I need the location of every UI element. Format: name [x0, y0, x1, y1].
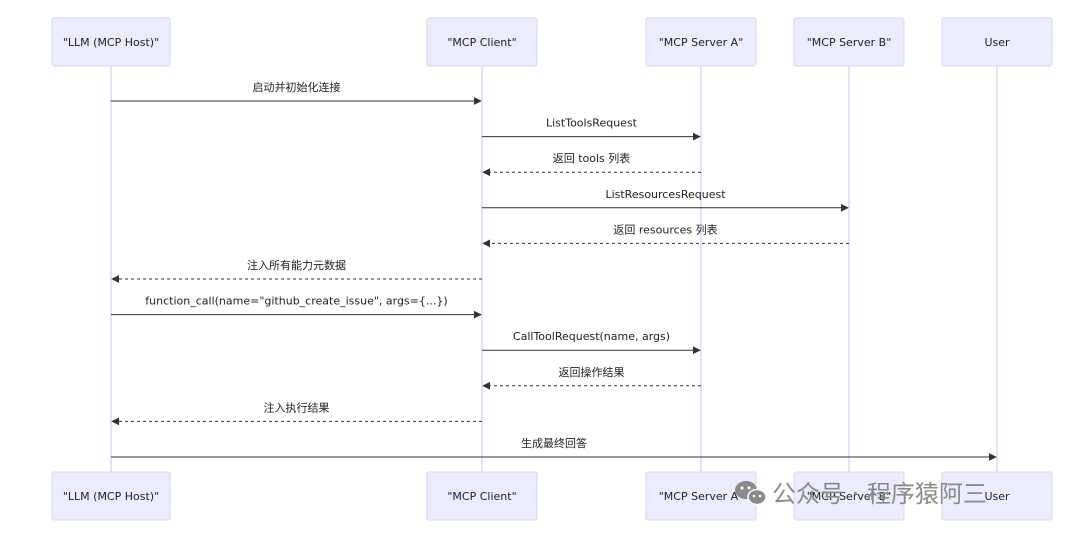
message-label: 启动并初始化连接: [253, 80, 341, 94]
actor-serverB-bottom: "MCP Server B": [793, 471, 905, 521]
actor-label: "LLM (MCP Host)": [63, 490, 159, 503]
wechat-icon: [735, 481, 767, 506]
actor-box: [51, 17, 171, 67]
actors-top: "LLM (MCP Host)" "MCP Client" "MCP Server …: [51, 17, 1053, 67]
actor-serverA-top: "MCP Server A": [645, 17, 757, 67]
message-4: ListResourcesRequest: [482, 188, 849, 212]
messages: 启动并初始化连接 ListToolsRequest 返回 tools 列表 ListR…: [111, 80, 997, 461]
message-label: 注入所有能力元数据: [247, 258, 346, 272]
actor-client-bottom: "MCP Client": [426, 471, 538, 521]
message-label: 注入执行结果: [264, 400, 330, 414]
actor-label: "MCP Server B": [807, 36, 892, 49]
actor-llm-bottom: "LLM (MCP Host)": [51, 471, 171, 521]
message-label: 生成最终回答: [521, 436, 587, 450]
message-label: 返回操作结果: [559, 365, 625, 379]
lifelines: [110, 66, 998, 472]
message-label: ListResourcesRequest: [605, 188, 726, 201]
message-label: 返回 tools 列表: [553, 151, 631, 165]
actor-label: "MCP Client": [447, 36, 516, 49]
message-3: 返回 tools 列表: [482, 151, 701, 177]
actor-box: [426, 17, 538, 67]
actor-user-bottom: User: [941, 471, 1053, 521]
actor-label: "LLM (MCP Host)": [63, 36, 159, 49]
actor-box: [941, 17, 1053, 67]
message-7: function_call(name="github_create_issue"…: [111, 295, 482, 319]
message-label: CallToolRequest(name, args): [513, 330, 670, 343]
message-11: 生成最终回答: [111, 436, 997, 461]
message-1: 启动并初始化连接: [111, 80, 482, 105]
message-2: ListToolsRequest: [482, 117, 701, 141]
actor-box: [941, 471, 1053, 521]
message-6: 注入所有能力元数据: [111, 258, 482, 283]
actor-serverB-top: "MCP Server B": [793, 17, 905, 67]
actor-box: [645, 17, 757, 67]
message-5: 返回 resources 列表: [482, 222, 849, 248]
watermark-text: 公众号 · 程序猿阿三: [772, 480, 987, 508]
actor-label: "MCP Client": [447, 490, 516, 503]
watermark: 公众号 · 程序猿阿三: [735, 480, 987, 508]
actor-serverA-bottom: "MCP Server A": [645, 471, 757, 521]
actor-label: User: [984, 36, 1010, 49]
actor-llm-top: "LLM (MCP Host)": [51, 17, 171, 67]
actor-user-top: User: [941, 17, 1053, 67]
message-label: 返回 resources 列表: [613, 222, 717, 236]
actor-box: [793, 471, 905, 521]
actor-box: [51, 471, 171, 521]
actor-client-top: "MCP Client": [426, 17, 538, 67]
actor-label: User: [984, 490, 1010, 503]
actor-box: [426, 471, 538, 521]
message-10: 注入执行结果: [111, 400, 482, 426]
message-label: ListToolsRequest: [546, 117, 638, 130]
message-9: 返回操作结果: [482, 365, 701, 390]
actors-bottom: "LLM (MCP Host)" "MCP Client" "MCP Server …: [51, 471, 1053, 521]
actor-label: "MCP Server A": [659, 490, 744, 503]
message-label: function_call(name="github_create_issue"…: [145, 295, 447, 308]
message-8: CallToolRequest(name, args): [482, 330, 701, 355]
actor-box: [793, 17, 905, 67]
actor-label: "MCP Server A": [659, 36, 744, 49]
actor-label: "MCP Server B": [807, 490, 892, 503]
